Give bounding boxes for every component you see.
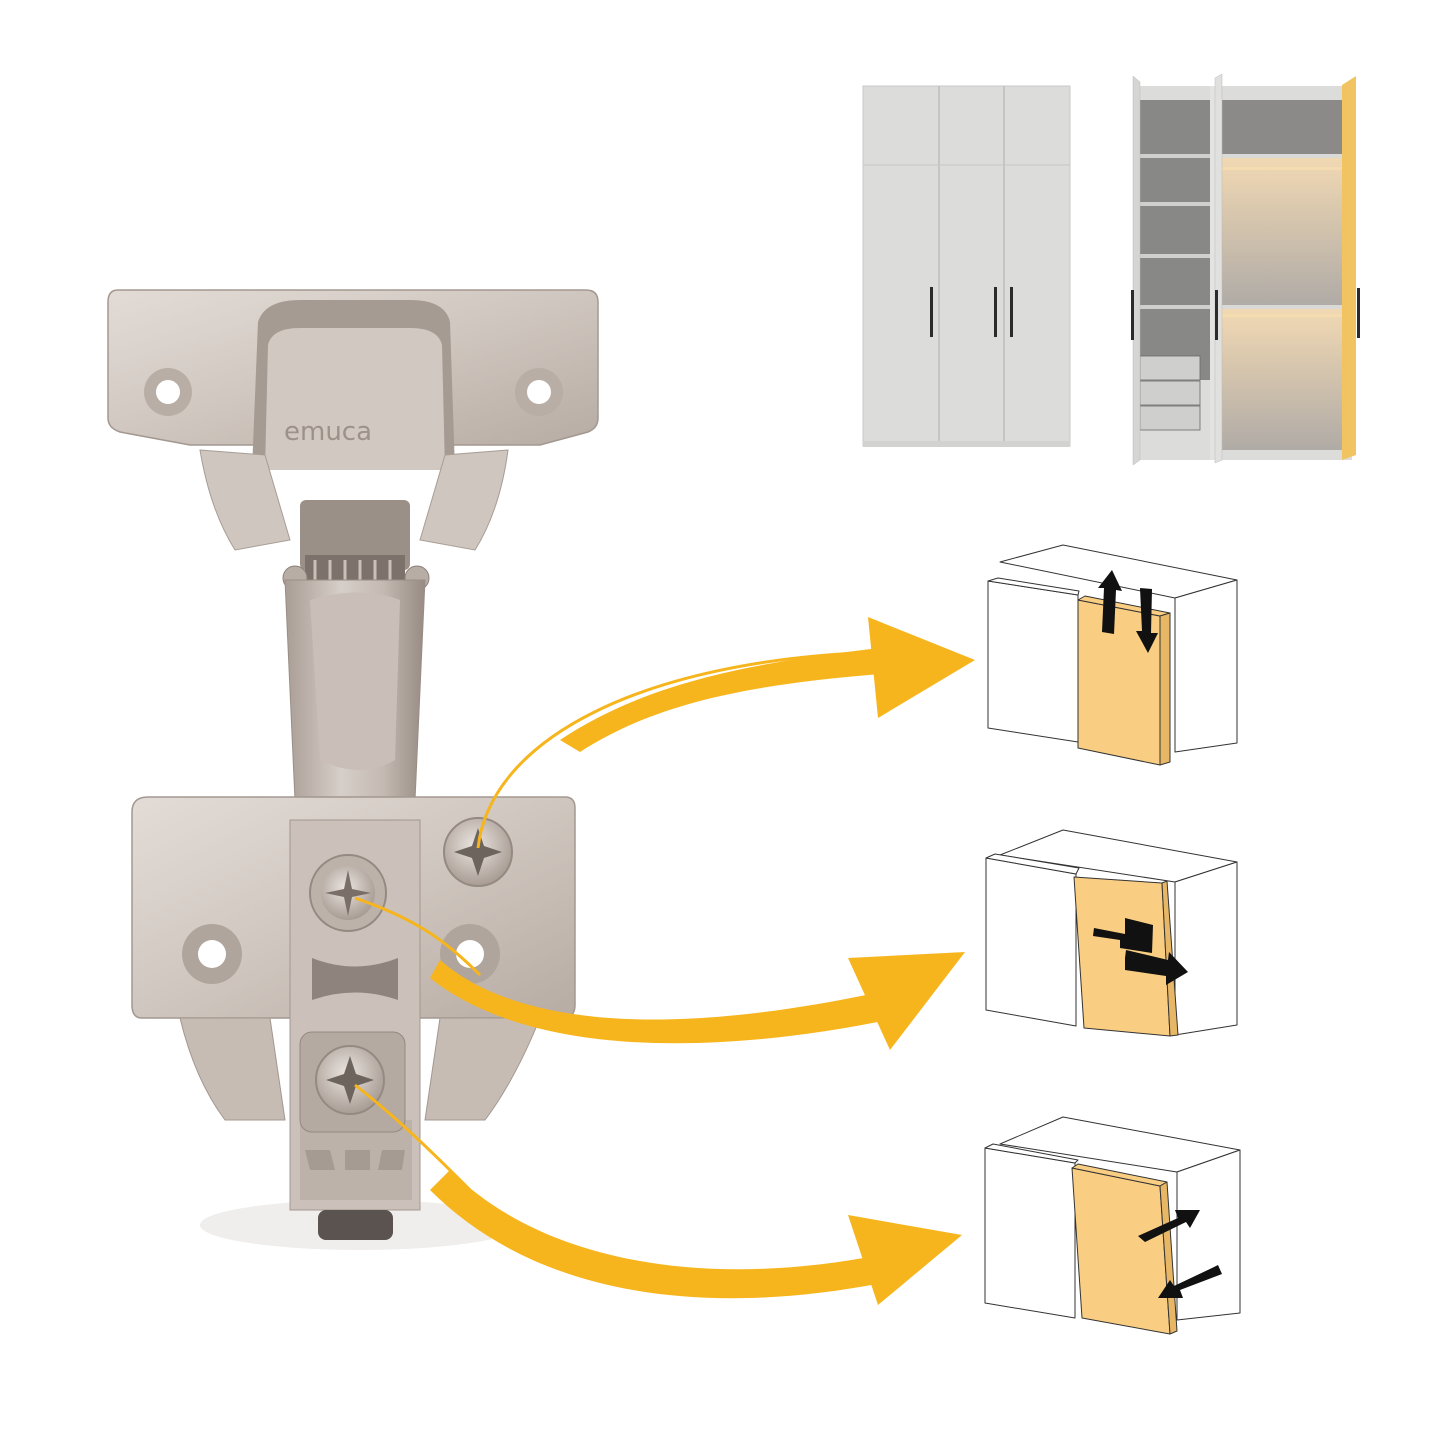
lateral-screw-icon: [309, 854, 387, 932]
diagram-lateral-adjustment: [985, 829, 1238, 1037]
handle-icon: [1131, 290, 1134, 340]
brand-logo: emuca: [284, 417, 372, 447]
depth-screw-icon: [443, 817, 513, 887]
yellow-door: [1342, 76, 1356, 460]
mounting-hole-icon: [144, 368, 192, 416]
handle-icon: [994, 287, 997, 337]
handle-icon: [1357, 288, 1360, 338]
handle-icon: [1010, 287, 1013, 337]
arrow-left-icon: [1093, 918, 1153, 953]
mounting-hole-icon: [515, 368, 563, 416]
handle-icon: [930, 287, 933, 337]
arrow-in-icon: [1158, 1265, 1222, 1298]
arrowhead-icon: [868, 617, 975, 718]
diagram-vertical-adjustment: [987, 544, 1238, 766]
height-screw-icon: [299, 1031, 406, 1133]
hinge-photo: emuca: [107, 289, 599, 1250]
mounting-hole-icon: [182, 924, 242, 984]
callout-arrow-height: [354, 1083, 962, 1305]
callout-arrow-depth: [476, 617, 975, 849]
arrow-up-icon: [1098, 570, 1122, 634]
diagram-depth-adjustment: [984, 1116, 1241, 1335]
wardrobe-closed: [862, 85, 1071, 447]
callout-arrow-lateral: [354, 896, 965, 1050]
arrow-out-icon: [1138, 1210, 1200, 1242]
clip-lever: [318, 1210, 393, 1240]
arrow-down-icon: [1136, 588, 1158, 653]
arrowhead-icon: [848, 1215, 962, 1305]
drawers: [1139, 355, 1201, 431]
arrowhead-icon: [848, 952, 965, 1050]
handle-icon: [1215, 290, 1218, 340]
arrow-right-icon: [1125, 950, 1188, 985]
mounting-hole-icon: [440, 924, 500, 984]
wardrobe-open: [1131, 73, 1360, 466]
